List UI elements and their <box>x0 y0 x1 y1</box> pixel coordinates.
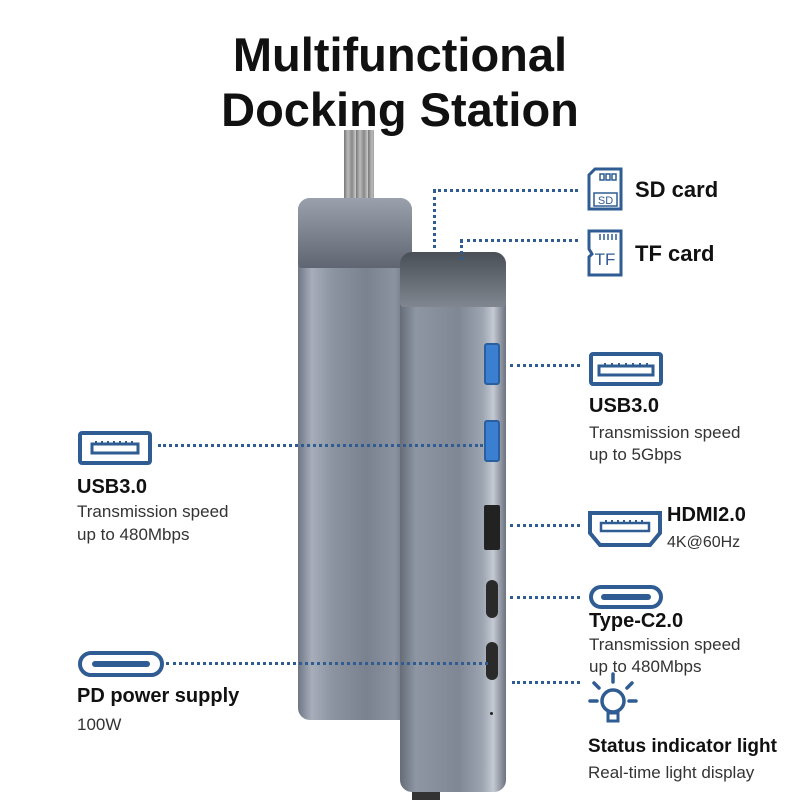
leader-sd-v <box>433 190 436 248</box>
type-c-port <box>486 580 498 618</box>
typec-desc-2: up to 480Mbps <box>589 657 702 676</box>
typec-desc-1: Transmission speed <box>589 635 741 654</box>
pd-heading: PD power supply <box>77 685 240 707</box>
leader-pd <box>166 662 488 665</box>
left-usb-heading: USB3.0 <box>77 476 148 498</box>
lightbulb-icon <box>588 671 638 731</box>
typec-heading: Type-C2.0 <box>589 610 684 632</box>
sd-heading: SD card <box>635 177 719 202</box>
tf-heading: TF card <box>635 241 715 266</box>
title-line-1: Multifunctional <box>232 28 568 81</box>
status-desc: Real-time light display <box>588 763 755 782</box>
tf-card-icon: TF <box>587 229 623 277</box>
top-cable <box>344 130 374 210</box>
leader-tf <box>460 239 578 242</box>
leader-status <box>512 681 580 684</box>
leader-usb-right <box>510 364 580 367</box>
pd-port <box>486 642 498 680</box>
hdmi-desc: 4K@60Hz <box>667 534 741 551</box>
leader-usb-left <box>158 444 483 447</box>
right-usb-desc-1: Transmission speed <box>589 423 741 442</box>
hub-back-cap <box>298 198 412 268</box>
pd-desc: 100W <box>77 715 122 734</box>
left-usb-desc-1: Transmission speed <box>77 502 229 521</box>
left-usb-desc-2: up to 480Mbps <box>77 525 190 544</box>
status-led <box>490 712 493 715</box>
hdmi-port-icon <box>588 511 662 547</box>
usb-port-2 <box>484 420 500 462</box>
usb-c-port-icon <box>589 585 663 609</box>
svg-text:SD: SD <box>598 195 613 207</box>
right-usb-desc-2: up to 5Gbps <box>589 445 682 464</box>
hub-front-cap <box>400 252 506 307</box>
hdmi-heading: HDMI2.0 <box>667 504 746 526</box>
usb-c-port-icon <box>78 651 164 677</box>
usb-port-1 <box>484 343 500 385</box>
usb-a-port-icon <box>589 352 663 386</box>
hub-back-body <box>298 198 412 720</box>
title-line-2: Docking Station <box>221 83 579 136</box>
leader-sd <box>433 189 578 192</box>
right-usb-heading: USB3.0 <box>589 395 660 417</box>
sd-card-icon: SD <box>587 167 623 211</box>
leader-tf-v <box>460 240 463 260</box>
status-heading: Status indicator light <box>588 736 777 757</box>
leader-typec <box>510 596 580 599</box>
leader-hdmi <box>510 524 580 527</box>
svg-text:TF: TF <box>595 250 616 269</box>
hdmi-port <box>484 505 500 550</box>
usb-a-port-icon <box>78 431 152 465</box>
